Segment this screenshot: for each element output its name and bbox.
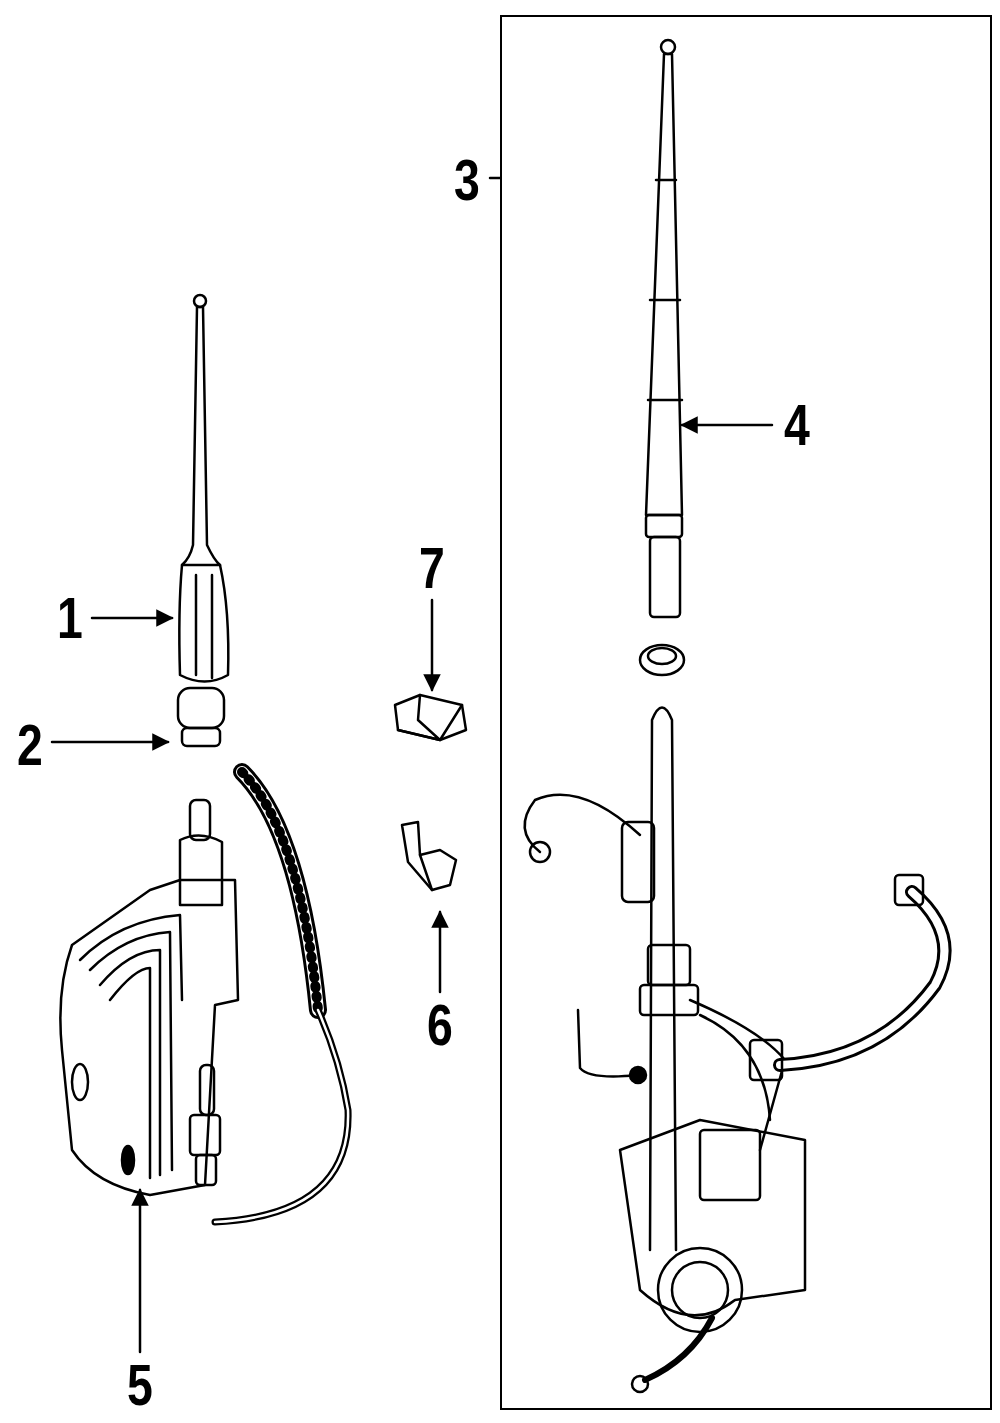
callout-number: 7 — [419, 539, 445, 597]
mast-left — [179, 295, 228, 682]
callout-number: 5 — [127, 1356, 153, 1414]
assembly-box: 3 — [500, 15, 992, 1410]
antenna-cable — [215, 772, 348, 1222]
clip-and-pad — [395, 695, 466, 890]
antenna-base — [60, 800, 238, 1195]
callout-number: 6 — [427, 996, 453, 1054]
callout-number: 4 — [784, 396, 810, 454]
leader-lines — [52, 178, 772, 1352]
callout-number: 2 — [17, 716, 43, 774]
callout-number: 1 — [57, 589, 83, 647]
cap-nut — [178, 688, 224, 746]
power-antenna — [525, 40, 945, 1392]
callout-number: 3 — [454, 151, 480, 209]
